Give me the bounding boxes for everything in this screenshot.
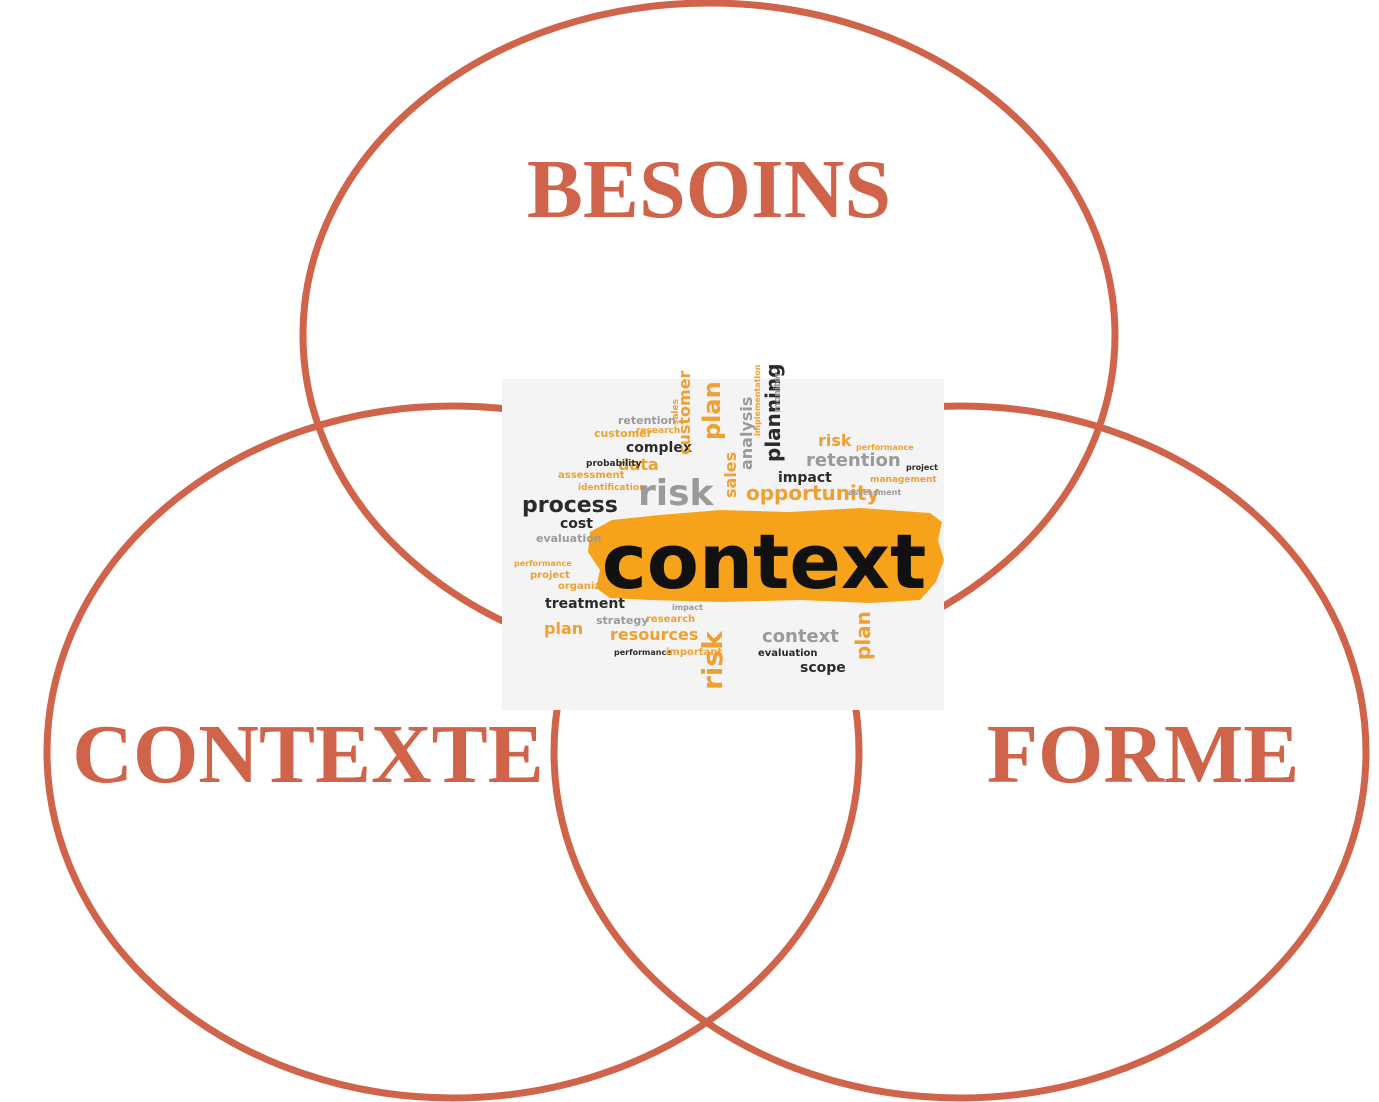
word-cloud-word: risk	[638, 473, 715, 514]
circle-contexte	[43, 402, 863, 1102]
word-cloud-word: risk	[818, 431, 852, 450]
word-cloud-word: resources	[610, 625, 698, 644]
word-cloud-word: project	[906, 463, 938, 472]
label-besoins: BESOINS	[527, 143, 891, 236]
word-cloud-word: analysis	[737, 397, 756, 470]
word-cloud-word: research	[646, 614, 695, 625]
word-cloud-word: planning	[761, 363, 785, 462]
word-cloud-word: monitor	[773, 371, 783, 412]
word-cloud-word: management	[870, 475, 937, 485]
word-cloud-word: sales	[671, 399, 681, 425]
word-cloud-word: customer	[675, 370, 694, 455]
word-cloud-word: treatment	[545, 596, 625, 612]
word-cloud-word: plan	[698, 381, 726, 440]
word-cloud-word: strategy	[596, 614, 648, 627]
label-contexte: CONTEXTE	[72, 708, 543, 801]
word-cloud-word: performance	[614, 648, 672, 657]
word-cloud-word: customer	[594, 427, 653, 440]
word-cloud-word: risk	[696, 630, 729, 690]
word-cloud-word: retention	[618, 414, 676, 427]
word-cloud-word: organization	[558, 581, 629, 592]
word-cloud-word: context	[762, 626, 839, 647]
word-cloud-word: impact	[672, 603, 703, 612]
word-cloud-word: assessment	[848, 488, 901, 497]
word-cloud-word: implementation	[753, 364, 762, 436]
word-cloud-word: project	[530, 570, 570, 581]
word-cloud-word: probability	[586, 459, 642, 469]
orange-brush-stroke	[588, 508, 944, 603]
word-cloud-main-word: context	[602, 517, 927, 606]
word-cloud-word: plan	[851, 611, 875, 660]
word-cloud-word: plan	[544, 619, 583, 638]
word-cloud-word: complex	[626, 440, 692, 456]
word-cloud-word: opportunity	[746, 481, 879, 505]
word-cloud-word: identification	[578, 483, 645, 493]
word-cloud-word: important	[666, 647, 722, 658]
word-cloud-word: performance	[514, 559, 572, 568]
word-cloud-word: evaluation	[536, 532, 602, 545]
word-cloud-word: process	[522, 493, 618, 518]
word-cloud-word: assessment	[558, 470, 625, 481]
word-cloud-word: scope	[800, 660, 846, 676]
word-cloud-word: cost	[560, 516, 593, 532]
word-cloud-word: retention	[806, 450, 901, 471]
word-cloud-words: retentioncustomerresearchsalescomplexcus…	[514, 363, 938, 690]
word-cloud-word: research	[636, 426, 680, 436]
label-forme: FORME	[987, 708, 1300, 801]
word-cloud-word: sales	[721, 452, 740, 498]
word-cloud-word: data	[618, 455, 659, 474]
word-cloud-word: evaluation	[758, 648, 818, 659]
word-cloud-word: performance	[856, 443, 914, 452]
circle-forme	[550, 402, 1370, 1102]
word-cloud-word: impact	[778, 470, 832, 486]
context-word-cloud-image: retentioncustomerresearchsalescomplexcus…	[502, 363, 944, 710]
